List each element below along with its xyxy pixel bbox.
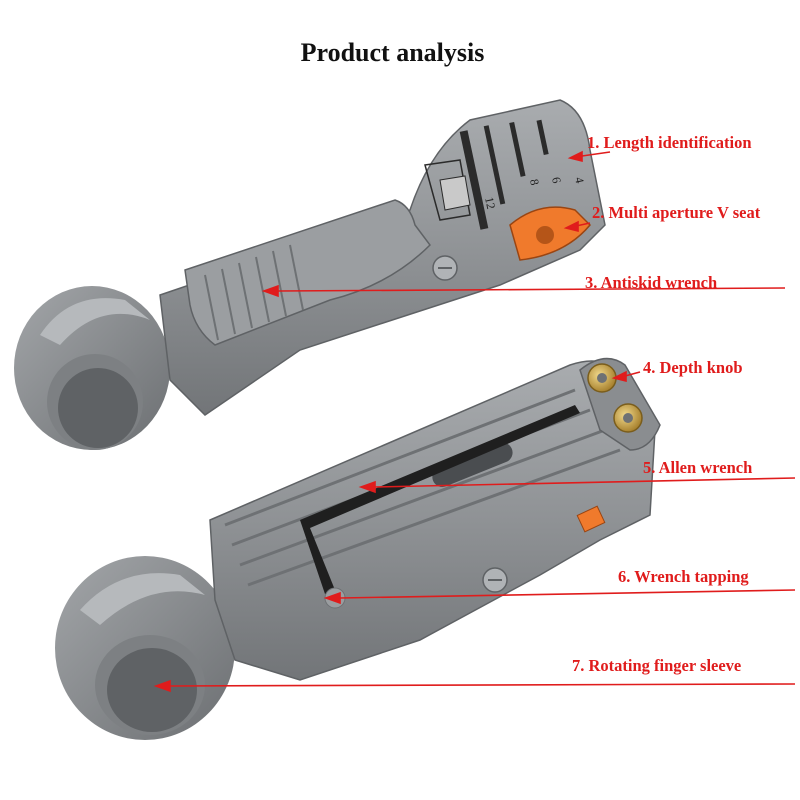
- mark-4: 4: [572, 176, 587, 185]
- arrow-3: [277, 287, 786, 292]
- bottom-stripper-tool: [55, 357, 661, 740]
- callout-length-identification: 1. Length identification: [587, 133, 752, 152]
- top-stripper-tool: 4 6 8 12: [14, 99, 606, 450]
- allen-wrench: [300, 405, 580, 594]
- arrow-7: [169, 683, 796, 687]
- callout-allen-wrench: 5. Allen wrench: [643, 458, 753, 477]
- callout-depth-knob: 4. Depth knob: [643, 358, 743, 377]
- callout-wrench-tapping: 6. Wrench tapping: [618, 567, 749, 586]
- arrow-4-head: [611, 370, 627, 383]
- bottom-finger-sleeve: [55, 556, 235, 740]
- callout-arrows: [153, 150, 796, 693]
- bottom-blade-holder: [576, 505, 606, 533]
- mark-8: 8: [527, 178, 542, 187]
- mark-6: 6: [549, 176, 564, 185]
- arrow-5-head: [358, 480, 376, 494]
- antiskid-wrench: [184, 199, 431, 346]
- adjustment-slot: [432, 442, 513, 487]
- page-title: Product analysis: [300, 38, 485, 67]
- arrow-6: [339, 589, 796, 599]
- multi-aperture-v-seat: [509, 206, 592, 261]
- arrow-1: [581, 151, 611, 157]
- top-finger-sleeve: [14, 286, 170, 450]
- arrow-5: [374, 477, 796, 488]
- arrow-7-head: [153, 679, 171, 693]
- length-identification-marks: 4 6 8 12: [424, 119, 587, 230]
- arrow-4: [624, 371, 641, 377]
- arrow-1-head: [567, 150, 583, 163]
- callout-multi-aperture-v-seat: 2. Multi aperture V seat: [592, 203, 761, 222]
- depth-knob: [579, 357, 661, 451]
- callout-rotating-finger-sleeve: 7. Rotating finger sleeve: [572, 656, 742, 675]
- arrow-3-head: [261, 284, 279, 298]
- arrow-2-head: [563, 220, 579, 233]
- arrow-6-head: [323, 591, 341, 605]
- mark-12: 12: [482, 196, 498, 211]
- callout-antiskid-wrench: 3. Antiskid wrench: [585, 273, 718, 292]
